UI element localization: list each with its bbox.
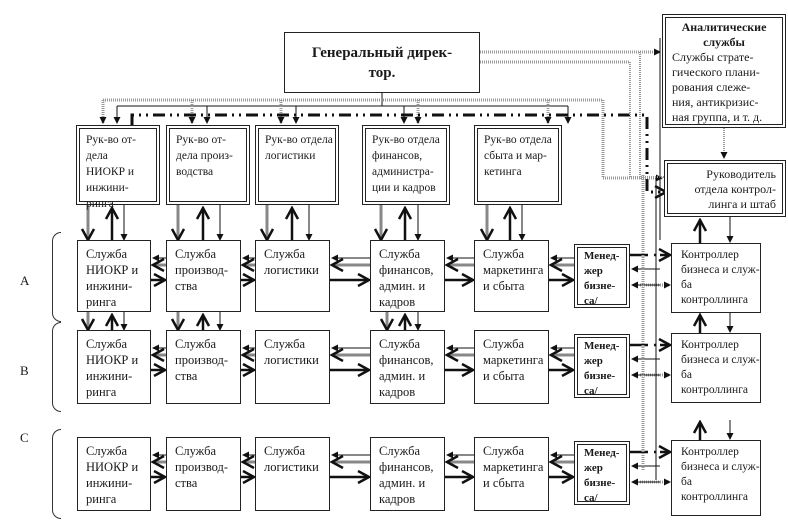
department-head-label: Рук-во отдела логистики bbox=[265, 134, 333, 162]
service-box[interactable]: Служба финансов, админ. и кадров bbox=[370, 330, 445, 404]
analytics-services-box[interactable]: Аналитические службы Службы страте- гиче… bbox=[662, 14, 786, 128]
business-controller-box[interactable]: Контроллер бизнеса и служ- ба контроллин… bbox=[671, 333, 761, 403]
row-brace bbox=[52, 322, 61, 412]
service-box[interactable]: Служба маркетинга и сбыта bbox=[474, 240, 549, 312]
business-unit-label: A bbox=[20, 273, 30, 288]
business-manager-box[interactable]: Менед- жер бизне- са/ bbox=[574, 334, 630, 398]
service-box[interactable]: Служба производ- ства bbox=[166, 437, 241, 511]
service-box[interactable]: Служба производ- ства bbox=[166, 240, 241, 312]
business-unit-label: B bbox=[20, 363, 29, 378]
department-head-label: Рук-во от- дела произ- водства bbox=[176, 134, 233, 178]
business-controller-box[interactable]: Контроллер бизнеса и служ- ба контроллин… bbox=[671, 440, 761, 516]
business-controller-label: Контроллер бизнеса и служ- ба контроллин… bbox=[681, 339, 760, 396]
service-label: Служба производ- ства bbox=[175, 337, 229, 383]
service-box[interactable]: Служба маркетинга и сбыта bbox=[474, 330, 549, 404]
general-director-box[interactable]: Генеральный дирек- тор. bbox=[284, 32, 480, 93]
business-manager-label: Менед- жер бизне- са/ bbox=[584, 340, 620, 397]
business-controller-label: Контроллер бизнеса и служ- ба контроллин… bbox=[681, 249, 760, 306]
service-box[interactable]: Служба производ- ства bbox=[166, 330, 241, 404]
service-box[interactable]: Служба финансов, админ. и кадров bbox=[370, 437, 445, 511]
service-label: Служба маркетинга и сбыта bbox=[483, 247, 544, 293]
service-label: Служба финансов, админ. и кадров bbox=[379, 337, 434, 399]
business-manager-label: Менед- жер бизне- са/ bbox=[584, 447, 620, 504]
service-label: Служба логистики bbox=[264, 337, 319, 367]
service-box[interactable]: Служба НИОКР и инжини- ринга bbox=[77, 330, 151, 404]
dash-dot-control-line bbox=[130, 113, 666, 192]
service-label: Служба финансов, админ. и кадров bbox=[379, 444, 434, 506]
service-label: Служба НИОКР и инжини- ринга bbox=[86, 247, 139, 309]
service-box[interactable]: Служба НИОКР и инжини- ринга bbox=[77, 437, 151, 511]
business-manager-box[interactable]: Менед- жер бизне- са/ bbox=[574, 441, 630, 505]
service-box[interactable]: Служба финансов, админ. и кадров bbox=[370, 240, 445, 312]
department-head-label: Рук-во от- дела НИОКР и инжини- ринга bbox=[86, 134, 136, 210]
department-head-box[interactable]: Рук-во отдела финансов, администра- ции … bbox=[362, 125, 450, 205]
control-head-label: Руководитель отдела контрол- линга и шта… bbox=[694, 167, 776, 211]
service-box[interactable]: Служба маркетинга и сбыта bbox=[474, 437, 549, 511]
service-label: Служба НИОКР и инжини- ринга bbox=[86, 444, 139, 506]
service-label: Служба маркетинга и сбыта bbox=[483, 444, 544, 490]
department-head-label: Рук-во отдела финансов, администра- ции … bbox=[372, 134, 440, 194]
service-label: Служба производ- ства bbox=[175, 247, 229, 293]
control-head-box[interactable]: Руководитель отдела контрол- линга и шта… bbox=[664, 160, 786, 217]
service-label: Служба финансов, админ. и кадров bbox=[379, 247, 434, 309]
analytics-title: Аналитические службы bbox=[681, 20, 767, 49]
business-controller-box[interactable]: Контроллер бизнеса и служ- ба контроллин… bbox=[671, 243, 761, 313]
business-unit-label: C bbox=[20, 430, 29, 445]
department-head-box[interactable]: Рук-во отдела логистики bbox=[255, 125, 339, 205]
dotted-info-line bbox=[629, 62, 666, 178]
department-head-box[interactable]: Рук-во от- дела НИОКР и инжини- ринга bbox=[76, 125, 160, 210]
service-label: Служба НИОКР и инжини- ринга bbox=[86, 337, 139, 399]
service-box[interactable]: Служба логистики bbox=[255, 240, 330, 312]
service-box[interactable]: Служба логистики bbox=[255, 437, 330, 511]
row-brace bbox=[52, 232, 61, 322]
department-head-label: Рук-во отдела сбыта и мар- кетинга bbox=[484, 134, 552, 178]
service-box[interactable]: Служба логистики bbox=[255, 330, 330, 404]
service-label: Служба логистики bbox=[264, 444, 319, 474]
analytics-body: Службы страте- гического плани- рования … bbox=[672, 50, 763, 124]
business-manager-box[interactable]: Менед- жер бизне- са/ bbox=[574, 244, 630, 308]
row-brace bbox=[52, 429, 61, 519]
department-head-box[interactable]: Рук-во от- дела произ- водства bbox=[166, 125, 250, 205]
service-box[interactable]: Служба НИОКР и инжини- ринга bbox=[77, 240, 151, 312]
general-director-label: Генеральный дирек- тор. bbox=[311, 45, 453, 81]
service-label: Служба маркетинга и сбыта bbox=[483, 337, 544, 383]
business-controller-label: Контроллер бизнеса и служ- ба контроллин… bbox=[681, 446, 760, 503]
service-label: Служба логистики bbox=[264, 247, 319, 277]
business-manager-label: Менед- жер бизне- са/ bbox=[584, 250, 620, 307]
department-head-box[interactable]: Рук-во отдела сбыта и мар- кетинга bbox=[474, 125, 562, 205]
service-label: Служба производ- ства bbox=[175, 444, 229, 490]
